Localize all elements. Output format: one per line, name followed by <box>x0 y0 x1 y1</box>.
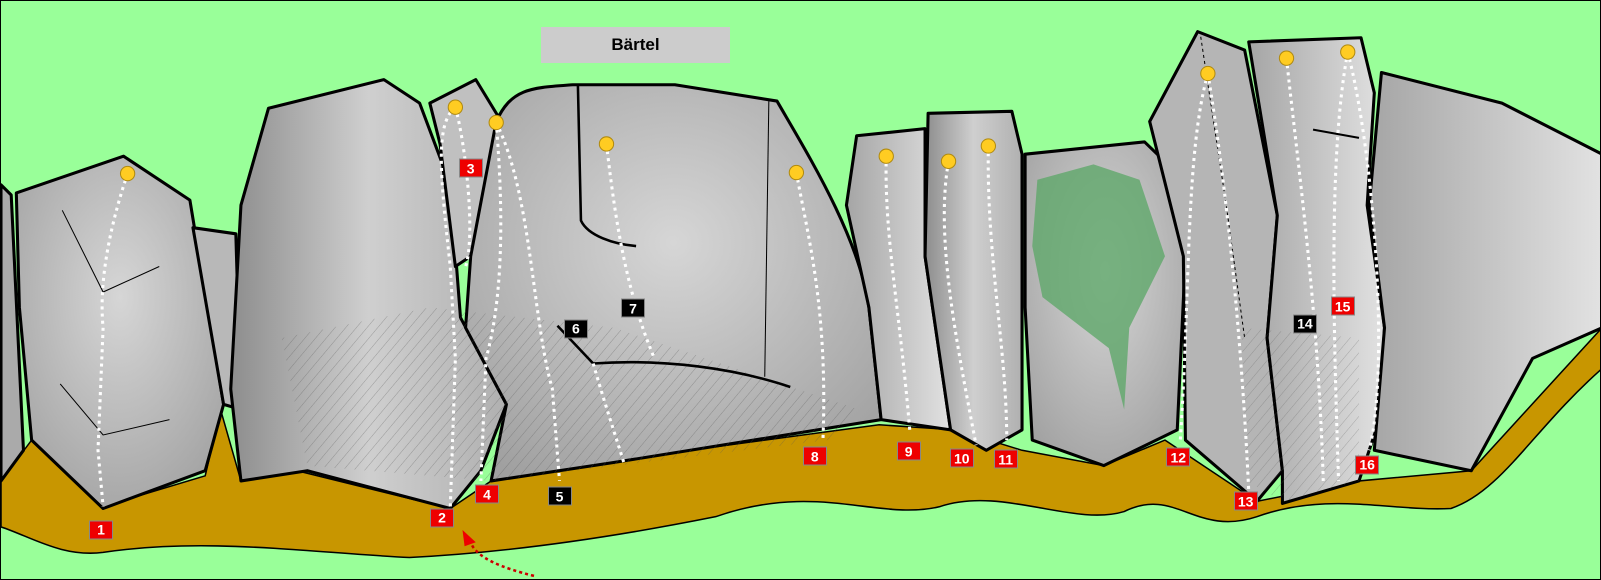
crag-title: Bärtel <box>541 27 730 63</box>
bolt-icon <box>1278 50 1295 66</box>
bolt-icon <box>447 99 464 115</box>
route-lines <box>96 51 1381 509</box>
route-label-11[interactable]: 11 <box>993 449 1018 469</box>
route-label-1[interactable]: 1 <box>89 520 114 540</box>
bolt-icon <box>940 153 957 169</box>
bolt-icon <box>488 114 504 131</box>
route-label-2[interactable]: 2 <box>430 508 455 528</box>
route-label-8[interactable]: 8 <box>802 446 827 466</box>
route-label-16[interactable]: 16 <box>1355 455 1380 475</box>
belay-bolts <box>119 44 1356 182</box>
ground <box>1 328 1600 559</box>
bolt-icon <box>878 148 894 164</box>
route-label-4[interactable]: 4 <box>475 484 500 504</box>
route-label-6[interactable]: 6 <box>563 319 588 339</box>
route-label-9[interactable]: 9 <box>896 441 921 461</box>
bolt-icon <box>1340 44 1356 60</box>
bolt-icon <box>788 164 805 181</box>
approach-arrow <box>469 541 535 578</box>
arrow-head-icon <box>462 529 476 547</box>
moss-patch <box>1032 164 1165 410</box>
bolt-icon <box>119 165 136 182</box>
route-label-10[interactable]: 10 <box>949 448 974 468</box>
overhang-hatching <box>281 307 859 481</box>
route-label-13[interactable]: 13 <box>1233 491 1258 511</box>
route-label-15[interactable]: 15 <box>1330 296 1355 316</box>
bolt-icon <box>1200 65 1216 82</box>
route-label-5[interactable]: 5 <box>547 486 572 506</box>
bolt-icon <box>980 138 997 154</box>
route-label-14[interactable]: 14 <box>1292 314 1317 334</box>
bolt-icon <box>598 136 615 152</box>
route-label-12[interactable]: 12 <box>1166 447 1191 467</box>
route-label-7[interactable]: 7 <box>621 298 646 318</box>
route-label-3[interactable]: 3 <box>458 158 483 178</box>
